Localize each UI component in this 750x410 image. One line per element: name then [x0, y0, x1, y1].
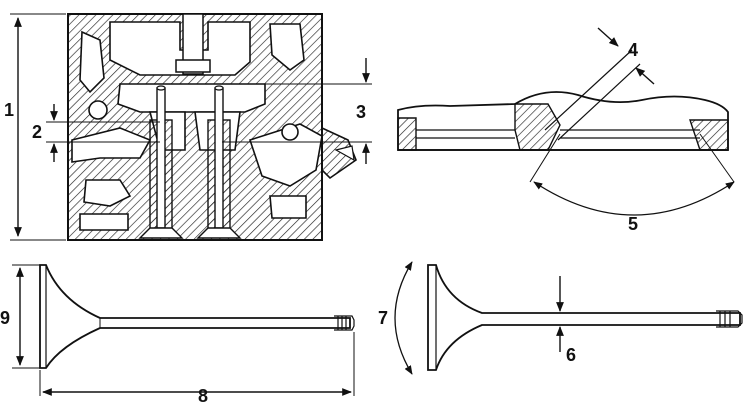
label-5: 5: [628, 214, 638, 234]
valve-profile-right: [394, 261, 743, 375]
label-1: 1: [4, 100, 14, 120]
label-6: 6: [566, 345, 576, 365]
label-9: 9: [0, 308, 10, 328]
label-4: 4: [628, 40, 638, 60]
valve-profile-left: [12, 264, 355, 396]
valve-seat-section: [397, 27, 735, 216]
label-8: 8: [198, 386, 208, 406]
label-3: 3: [356, 102, 366, 122]
dimension-2: [46, 104, 160, 162]
cylinder-head-section: [67, 13, 357, 241]
dimension-1: [10, 13, 66, 241]
label-7: 7: [378, 308, 388, 328]
label-2: 2: [32, 122, 42, 142]
dimension-3: [222, 58, 372, 164]
